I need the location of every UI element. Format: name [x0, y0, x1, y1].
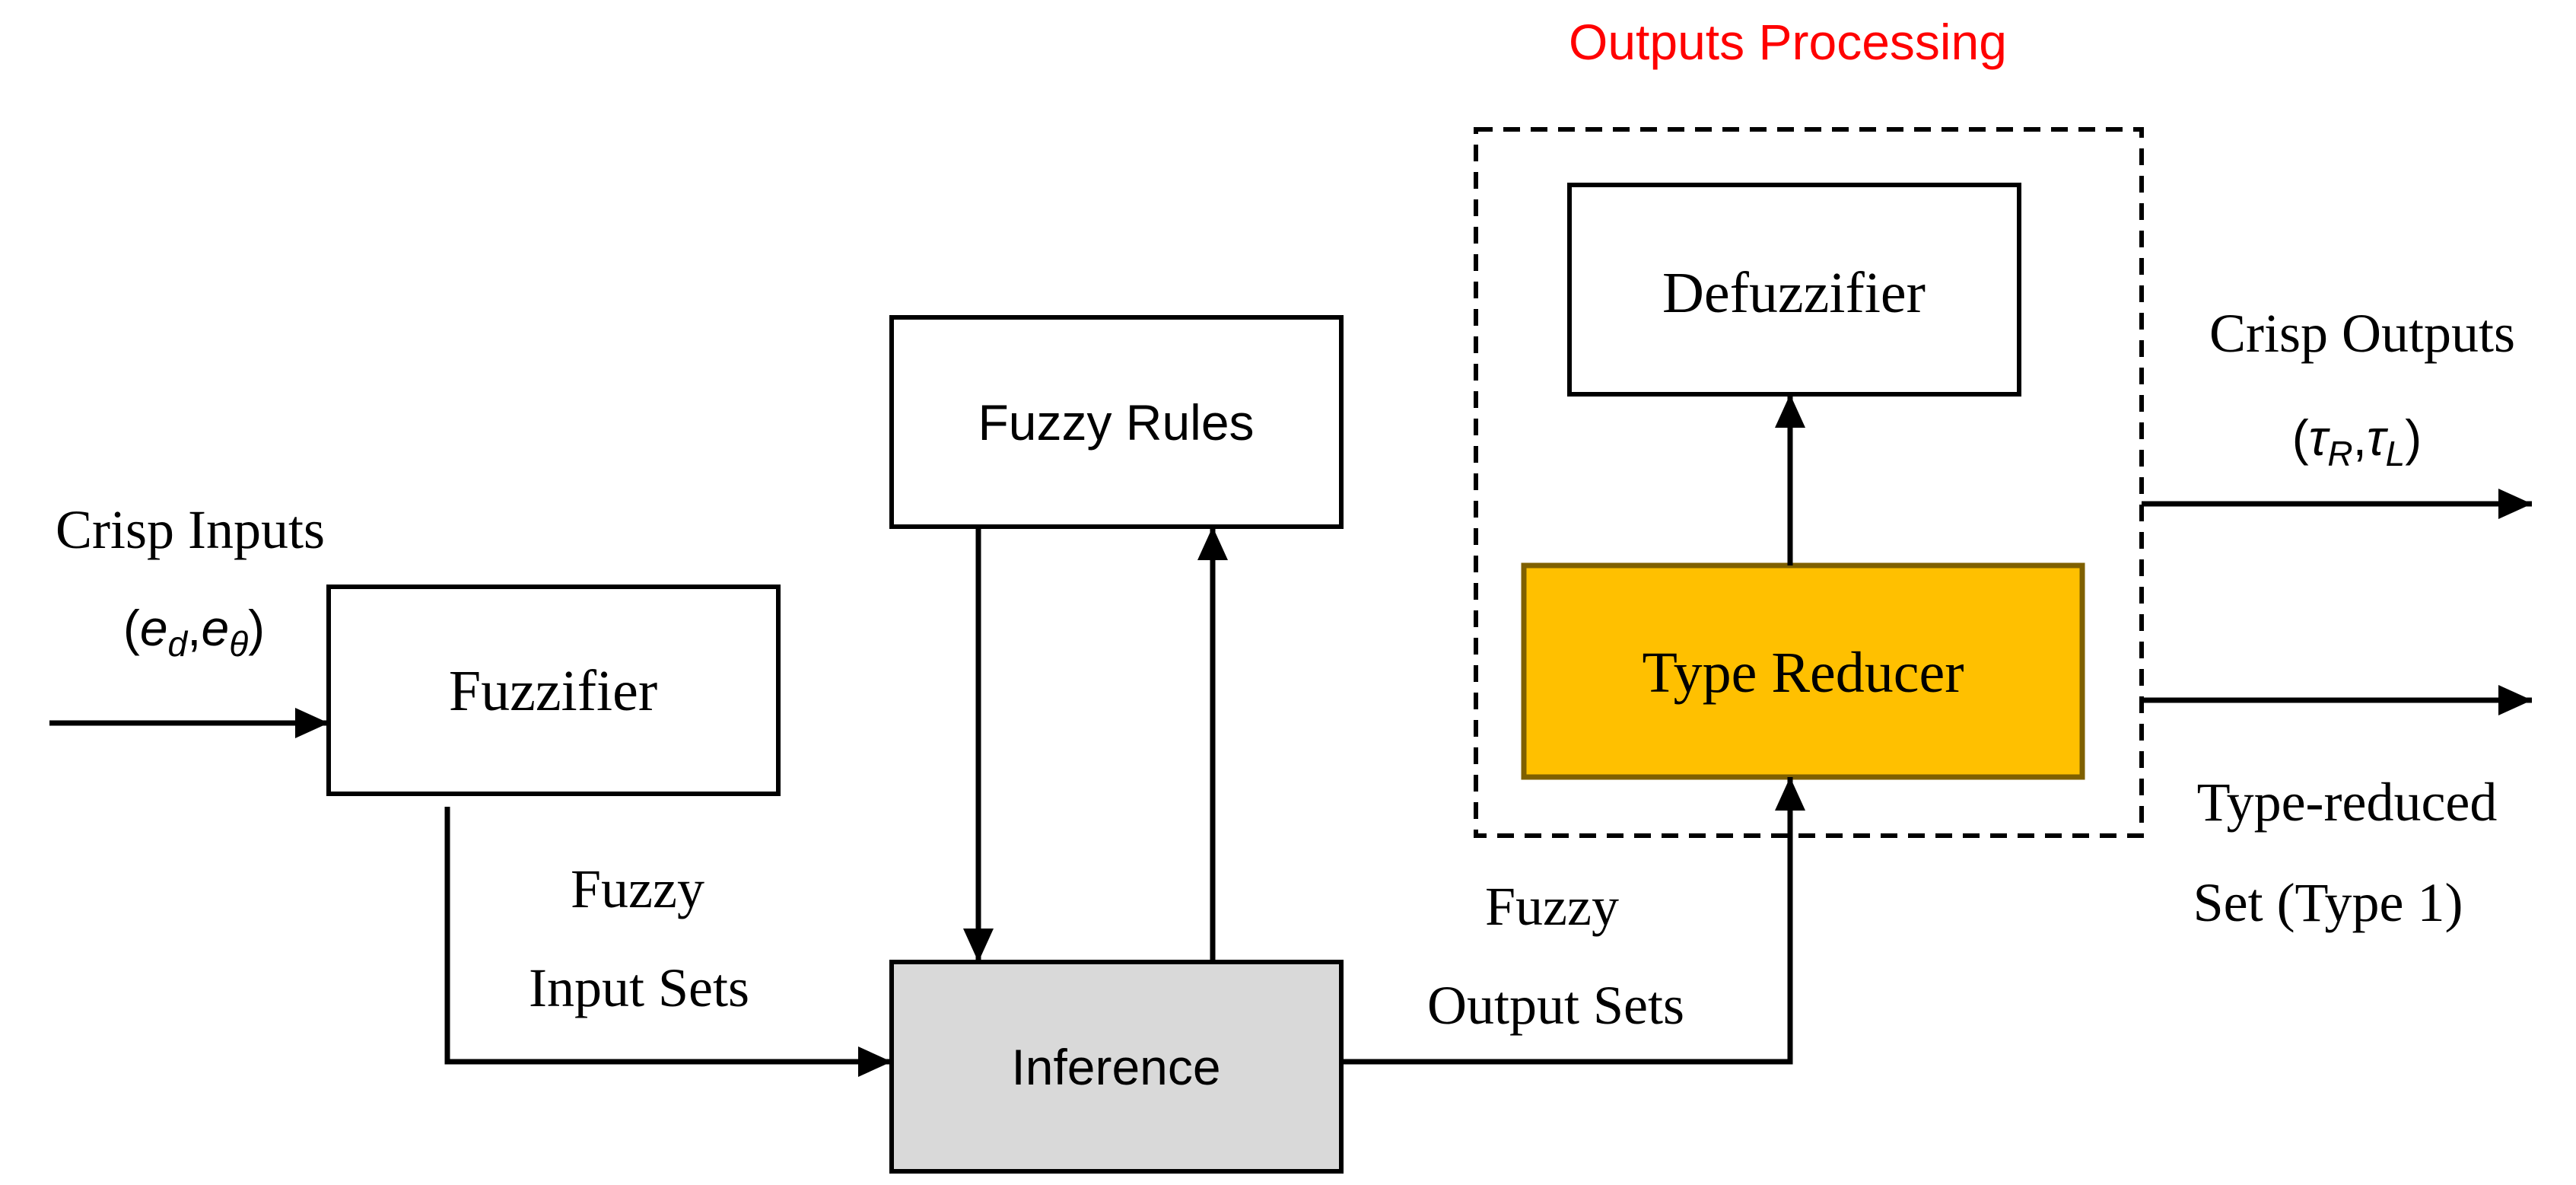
- fuzzy-output-sets-label-line1: Fuzzy: [1485, 876, 1619, 937]
- crisp-inputs-variables: (ed,eθ): [123, 600, 265, 664]
- inference-block: Inference: [889, 960, 1344, 1174]
- fuzzy-output-sets-label-line2: Output Sets: [1427, 975, 1684, 1036]
- type-reducer-label: Type Reducer: [1642, 641, 1964, 705]
- fuzzifier-block: Fuzzifier: [326, 585, 781, 796]
- fuzzy-rules-label: Fuzzy Rules: [978, 394, 1254, 451]
- crisp-inputs-label: Crisp Inputs: [56, 499, 325, 560]
- type-reducer-block: Type Reducer: [1521, 562, 2085, 780]
- type-reduced-label-line2: Set (Type 1): [2193, 872, 2463, 933]
- defuzzifier-label: Defuzzifier: [1662, 261, 1926, 325]
- fuzzifier-label: Fuzzifier: [449, 659, 657, 723]
- outputs-processing-title: Outputs Processing: [1569, 14, 2007, 70]
- inference-label: Inference: [1011, 1039, 1220, 1095]
- fuzzy-input-sets-label-line2: Input Sets: [529, 957, 749, 1018]
- fuzzifier-to-inference-arrow: [444, 807, 892, 1077]
- outputs-processing-container: [1474, 127, 2144, 838]
- inference-to-type-reducer-arrow: [1341, 777, 1805, 1065]
- defuzzifier-block: Defuzzifier: [1567, 183, 2021, 397]
- fuzzy-input-sets-label-line1: Fuzzy: [571, 858, 704, 919]
- type-reduced-label-line1: Type-reduced: [2197, 772, 2498, 833]
- crisp-outputs-variables: (τR,τL): [2292, 409, 2422, 473]
- crisp-outputs-label: Crisp Outputs: [2209, 303, 2515, 364]
- fuzzy-rules-block: Fuzzy Rules: [889, 315, 1344, 529]
